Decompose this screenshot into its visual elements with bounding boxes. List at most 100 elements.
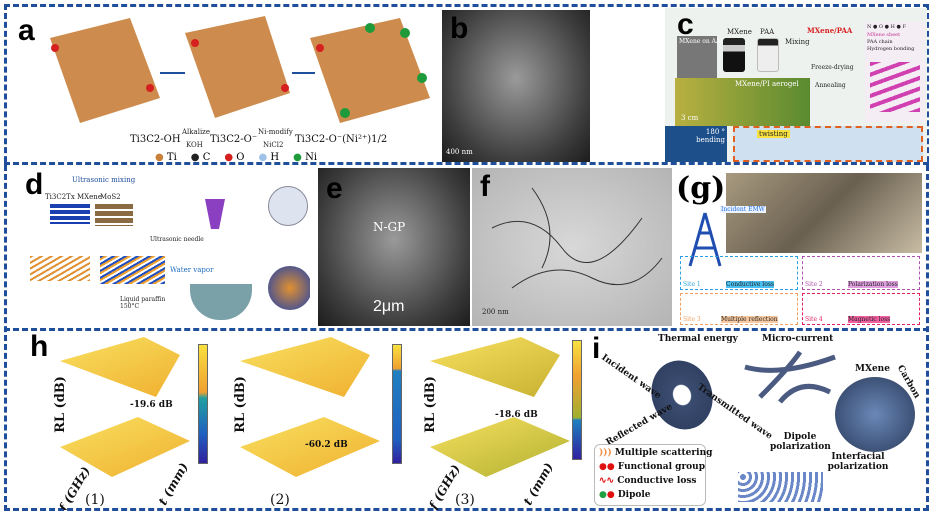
- mxene-label: MXene: [855, 364, 890, 374]
- panel-label: (g): [676, 171, 726, 206]
- dipole-polarization-label: Dipole polarization: [770, 432, 831, 452]
- micro-current-label: Micro-current: [762, 334, 834, 344]
- reflected-wave-label: Reflected wave: [604, 401, 675, 449]
- panel-f-tem-image: f 200 nm: [472, 168, 672, 326]
- mixing-label: Mixing: [785, 38, 810, 46]
- dipole-icon: ●●: [599, 490, 615, 500]
- peak-annotation: -18.6 dB: [495, 410, 538, 420]
- reaction-step1-bottom: KOH: [186, 141, 203, 149]
- sheet-legend: MXene sheet: [867, 32, 901, 38]
- paa-vial: [757, 38, 779, 72]
- mxene-label: Ti3C2Tx MXene: [45, 193, 102, 201]
- y-axis-label: RL (dB): [52, 376, 68, 433]
- panel-label: i: [592, 332, 601, 365]
- rl-plot-1: RL (dB) -19.6 dB f (GHz) t (mm) (1): [30, 332, 220, 510]
- chain-legend: PAA chain: [867, 39, 893, 45]
- legend-text: Ni: [305, 152, 318, 163]
- plot-tag: (1): [85, 492, 105, 508]
- functional-group-icon: ●●: [599, 462, 618, 472]
- legend-text: C: [202, 152, 211, 163]
- reaction-step2-bottom: NiCl2: [263, 141, 284, 149]
- paraffin-label: Liquid paraffin 150°C: [120, 296, 166, 310]
- t-axis-label: t (mm): [520, 460, 556, 508]
- paraffin-bath: [190, 284, 252, 320]
- legend-h: ● H: [258, 152, 280, 163]
- freeze-label: Freeze-drying: [811, 64, 854, 71]
- antenna-tower-icon: [688, 212, 722, 267]
- panel-h: h RL (dB) -19.6 dB f (GHz) t (mm) (1) RL…: [10, 332, 590, 510]
- mxene-label: MXene: [727, 28, 752, 36]
- y-axis-label: RL (dB): [422, 376, 438, 433]
- panel-a: a Ti3C2-OH Alkalize KOH Ti3C2-O⁻ Ni-modi…: [10, 8, 440, 163]
- conductive-network: [744, 350, 836, 404]
- forest-painting: [726, 173, 922, 253]
- scattering-icon: ))): [599, 448, 615, 458]
- twisting-photo: twisting: [733, 126, 923, 162]
- panel-label: d: [25, 168, 44, 201]
- product-label: MXene/PAA: [807, 26, 853, 35]
- ultrasonic-needle-icon: [205, 199, 225, 229]
- colorbar: [572, 340, 582, 460]
- thermal-energy-label: Thermal energy: [658, 334, 738, 344]
- twisting-label: twisting: [757, 130, 790, 138]
- bending-photo: 180 ° bending: [665, 126, 727, 162]
- panel-e-sem-image: e N-GP 2μm: [318, 168, 470, 326]
- reaction-start: Ti3C2-OH: [130, 134, 181, 145]
- plot-tag: (3): [455, 492, 475, 508]
- vapor-label: Water vapor: [170, 266, 214, 274]
- site-caption: Polarization loss: [848, 281, 898, 288]
- panel-label: e: [326, 172, 343, 205]
- t-axis-label: t (mm): [155, 460, 191, 508]
- site-1-box: Site 1 Conductive loss: [680, 256, 798, 290]
- mixing-label: Ultrasonic mixing: [72, 176, 136, 184]
- needle-label: Ultrasonic needle: [150, 236, 204, 243]
- panel-b-sem-image: b 400 nm: [442, 10, 590, 162]
- reaction-step1-top: Alkalize: [182, 128, 211, 136]
- site-caption: Conductive loss: [726, 281, 774, 288]
- y-axis-label: RL (dB): [232, 376, 248, 433]
- legend-ni: ● Ni: [293, 152, 318, 163]
- mxene-carbon-sphere: [835, 377, 915, 452]
- colorbar: [392, 344, 402, 464]
- site-label: Site 1: [683, 281, 701, 288]
- aerogel-label: MXene/PI aerogel: [735, 80, 799, 88]
- panel-c: c MXene on AAO MXene PAA Mixing MXene/PA…: [665, 8, 927, 162]
- interfacial-polarization-label: Interfacial polarization: [827, 452, 889, 472]
- panel-label: f: [480, 170, 490, 203]
- peak-annotation: -60.2 dB: [305, 440, 348, 450]
- mxene-vial: [723, 38, 745, 72]
- legend-text: Multiple scattering: [614, 448, 713, 458]
- panel-label: h: [30, 332, 49, 363]
- panel-label: b: [450, 12, 469, 45]
- mxene-stack: [50, 204, 90, 224]
- reaction-mid: Ti3C2-O⁻: [210, 134, 258, 145]
- rl-plot-2: RL (dB) -60.2 dB (2): [210, 332, 402, 510]
- microsphere: [268, 266, 310, 310]
- aao-label: MXene on AAO: [679, 38, 726, 45]
- ngp-annotation: N-GP: [373, 220, 406, 234]
- legend-text: O: [236, 152, 245, 163]
- legend-ti: ● Ti: [155, 152, 177, 163]
- site-label: Site 4: [805, 316, 823, 323]
- site-label: Site 3: [683, 316, 701, 323]
- graphene-wrinkles: [491, 187, 663, 289]
- panel-d: d Ultrasonic mixing Ti3C2Tx MXene MoS2 U…: [10, 166, 310, 326]
- mos2-lattice: [100, 256, 165, 284]
- legend-o: ● O: [224, 152, 245, 163]
- lattice-model: [738, 472, 823, 502]
- panel-label: c: [677, 8, 694, 41]
- scale-bar: 200 nm: [482, 308, 509, 316]
- legend-text: Conductive loss: [617, 476, 697, 486]
- upper-surface: [60, 337, 180, 397]
- legend-text: Ti: [166, 152, 177, 163]
- upper-surface: [430, 337, 560, 397]
- hbond-legend: Hydrogen bonding: [867, 46, 915, 52]
- annealing-label: Annealing: [815, 82, 846, 89]
- rl-plot-3: RL (dB) -18.6 dB f (GHz) t (mm) (3): [400, 332, 590, 510]
- panel-label: a: [18, 14, 35, 47]
